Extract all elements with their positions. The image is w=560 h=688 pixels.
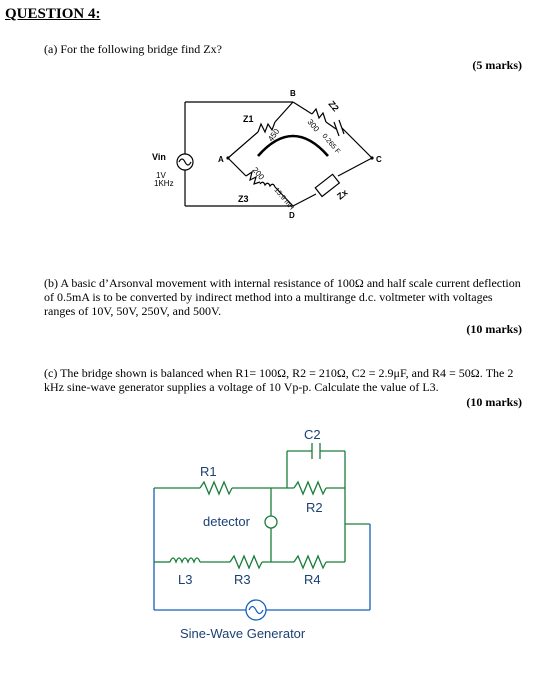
wire-z1-b xyxy=(274,101,294,123)
inductor-l3-icon xyxy=(169,557,201,564)
wire-cap-c xyxy=(341,127,373,159)
vin-frequency: 1KHz xyxy=(154,179,174,188)
resistor-r2-icon xyxy=(293,480,327,496)
zx-label: Zx xyxy=(335,187,349,201)
resistor-r4-icon xyxy=(293,554,327,570)
wire-b-z2 xyxy=(292,101,313,115)
wire-zx-c xyxy=(337,157,373,177)
z2-label: Z2 xyxy=(326,99,340,113)
z2-value: 300 xyxy=(305,118,321,134)
z1-value: 450 xyxy=(266,127,281,144)
r3-label: R3 xyxy=(234,572,251,587)
z1-label: Z1 xyxy=(243,114,254,124)
part-b-text: (b) A basic d’Arsonval movement with int… xyxy=(44,276,521,318)
bridge-diagram-a: A B C D Z1 450 Z2 300 0.265 F Z3 200 15.… xyxy=(152,89,382,220)
wire-z2-cap xyxy=(325,121,337,130)
wire-d-zx xyxy=(292,193,317,207)
wire-a-z3 xyxy=(227,157,247,177)
detector-label: detector xyxy=(203,514,251,529)
capacitor-z2-plate2-icon xyxy=(338,119,345,135)
resistor-z2-icon xyxy=(311,107,327,123)
detector-arc xyxy=(257,134,329,157)
part-c-text: (c) The bridge shown is balanced when R1… xyxy=(44,366,514,394)
resistor-r3-icon xyxy=(229,554,263,570)
impedance-zx-icon xyxy=(314,173,341,198)
vin-amplitude: 1V xyxy=(156,171,166,180)
resistor-r1-icon xyxy=(199,480,233,496)
r4-label: R4 xyxy=(304,572,321,587)
l3-label: L3 xyxy=(178,572,192,587)
node-d-label: D xyxy=(289,211,295,220)
question-title: QUESTION 4: xyxy=(5,6,101,22)
part-b-marks: (10 marks) xyxy=(466,322,522,336)
r2-label: R2 xyxy=(306,500,323,515)
z3-label: Z3 xyxy=(238,194,249,204)
generator-sine-icon xyxy=(248,605,264,615)
part-c-marks: (10 marks) xyxy=(466,395,522,409)
node-a-label: A xyxy=(218,155,224,164)
resistor-z1-icon xyxy=(257,121,276,134)
node-c-label: C xyxy=(376,155,382,164)
detector-icon xyxy=(264,515,278,529)
z3-ind-value: 15.9 mH xyxy=(272,187,294,212)
node-a-dot xyxy=(226,156,230,160)
c2-label: C2 xyxy=(304,427,321,442)
node-b-label: B xyxy=(290,89,296,98)
node-c-dot xyxy=(370,156,374,160)
capacitor-z2-plate1-icon xyxy=(333,121,340,137)
bridge-diagram-c: R1 C2 R2 detector L3 R3 R4 Sine-Wave Gen… xyxy=(153,427,371,641)
z3-value: 200 xyxy=(250,166,266,182)
wire-z3-d xyxy=(274,186,294,207)
sine-icon xyxy=(178,158,192,166)
inductor-z3-icon xyxy=(259,181,276,188)
wire-a-z1 xyxy=(227,131,259,159)
generator-label: Sine-Wave Generator xyxy=(180,626,306,641)
part-a-text: (a) For the following bridge find Zx? xyxy=(44,42,222,56)
r1-label: R1 xyxy=(200,464,217,479)
resistor-z3-icon xyxy=(245,170,261,185)
vin-label: Vin xyxy=(152,152,166,162)
part-a-marks: (5 marks) xyxy=(472,58,522,72)
generator-icon xyxy=(245,599,267,621)
